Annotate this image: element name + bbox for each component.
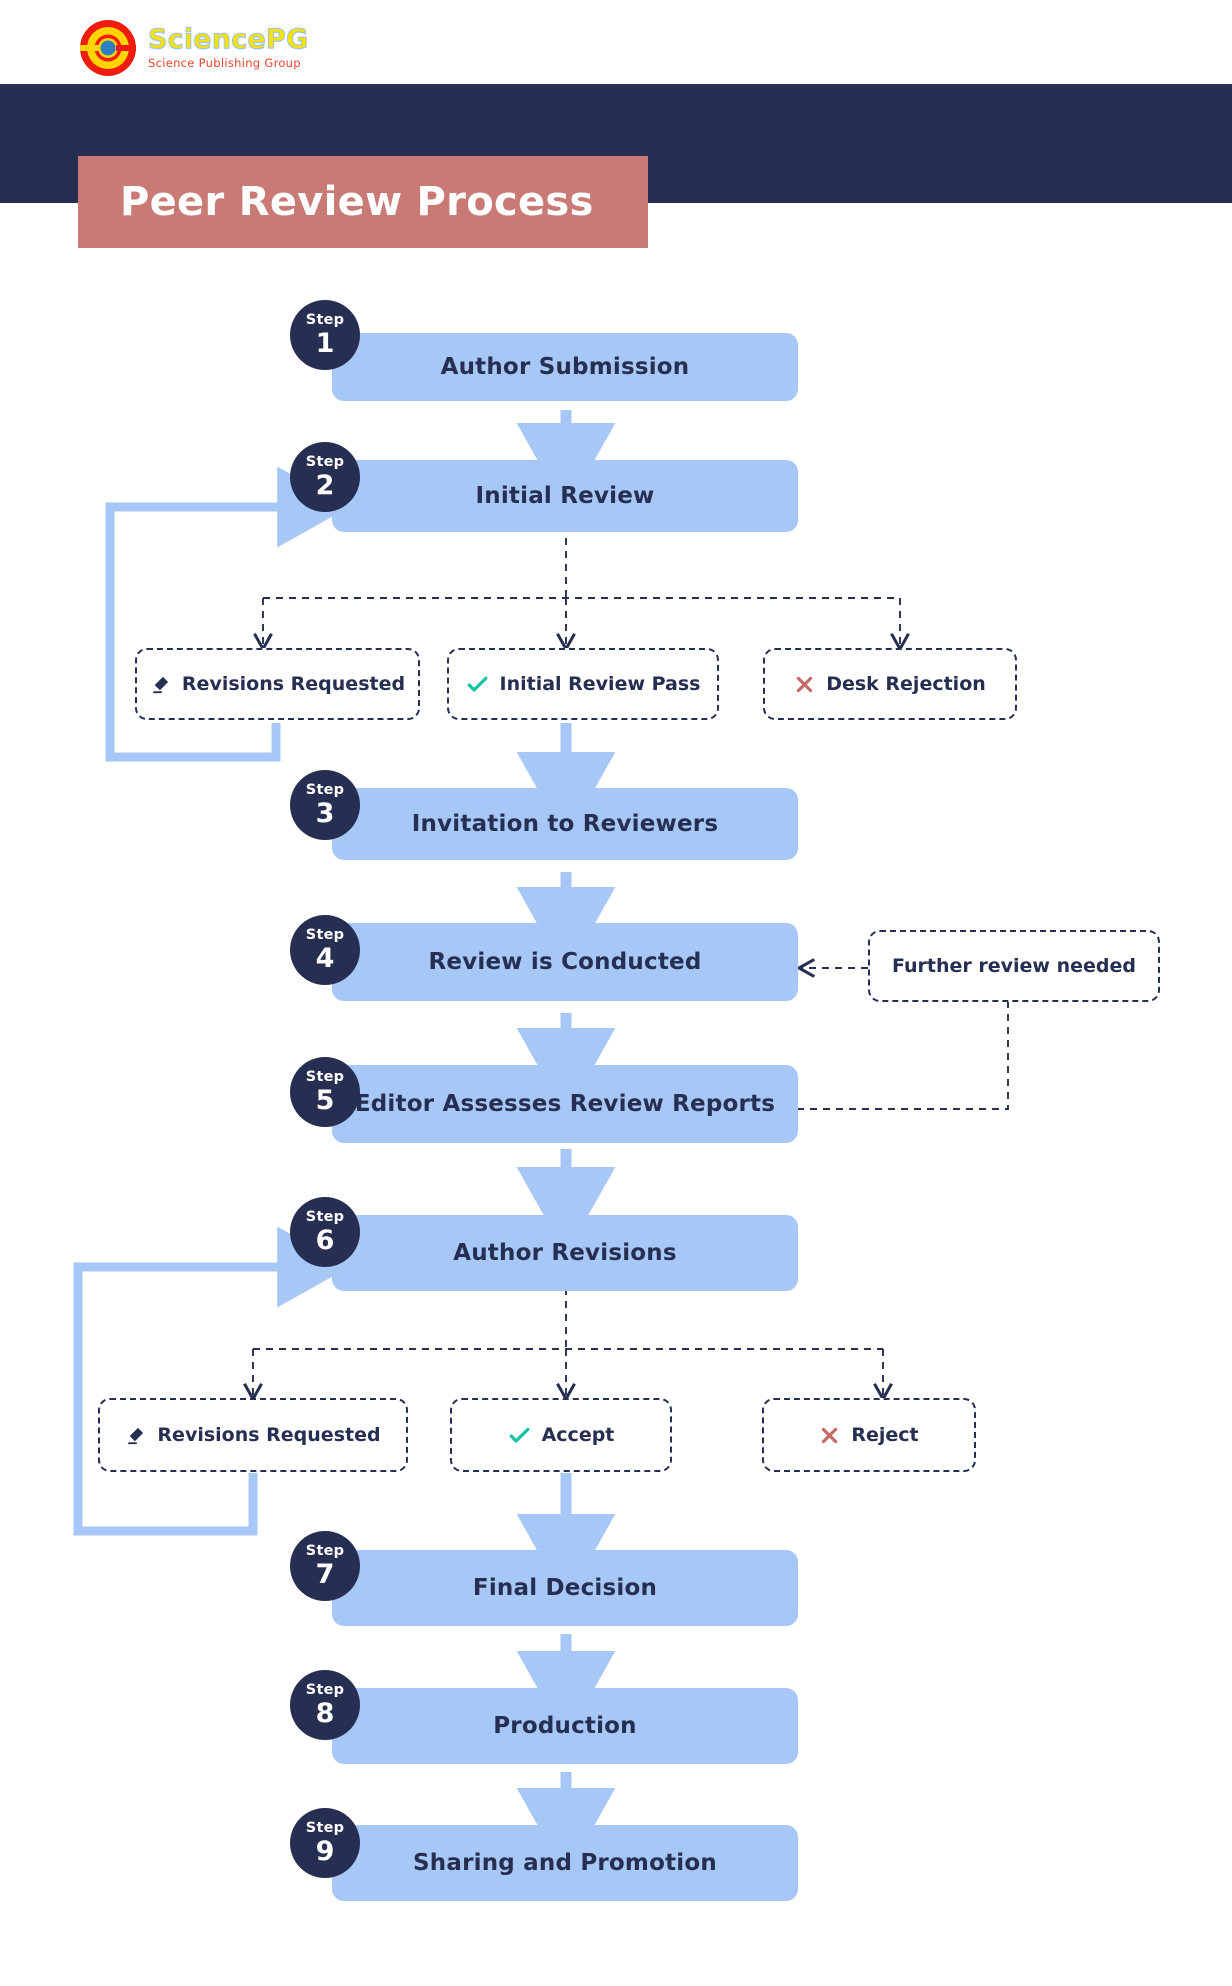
decision-label: Reject [851, 1424, 919, 1446]
note-box-further-review-needed[interactable]: Further review needed [868, 930, 1160, 1002]
sciencepg-logo[interactable]: SciencePG Science Publishing Group [78, 18, 309, 78]
step-badge-label: Step [305, 312, 345, 329]
step-badge-8: Step 8 [290, 1670, 360, 1740]
decision-label: Initial Review Pass [499, 673, 701, 695]
step-badge-label: Step [305, 454, 345, 471]
process-label: Editor Assesses Review Reports [354, 1091, 776, 1117]
process-label: Review is Conducted [428, 949, 702, 975]
decision-box-revisions-requested-1[interactable]: Revisions Requested [135, 648, 420, 720]
decision-box-accept[interactable]: Accept [450, 1398, 672, 1472]
decision-box-revisions-requested-2[interactable]: Revisions Requested [98, 1398, 408, 1472]
process-box-sharing-and-promotion[interactable]: Sharing and Promotion [332, 1825, 798, 1901]
decision-box-reject[interactable]: Reject [762, 1398, 976, 1472]
decision-box-desk-rejection[interactable]: Desk Rejection [763, 648, 1017, 720]
process-box-initial-review[interactable]: Initial Review [332, 460, 798, 532]
step-badge-2: Step 2 [290, 442, 360, 512]
step-badge-1: Step 1 [290, 300, 360, 370]
step-badge-label: Step [305, 1820, 345, 1837]
step-badge-label: Step [305, 927, 345, 944]
title-band: Peer Review Process [78, 156, 648, 248]
pencil-icon [125, 1425, 146, 1446]
page-title: Peer Review Process [120, 179, 594, 225]
cross-icon [819, 1425, 840, 1446]
step-badge-label: Step [305, 1543, 345, 1560]
process-label: Invitation to Reviewers [411, 811, 719, 837]
note-label: Further review needed [891, 955, 1136, 977]
decision-label: Accept [541, 1424, 615, 1446]
step-badge-number: 8 [315, 1697, 335, 1729]
step-badge-number: 1 [315, 327, 335, 359]
step-badge-number: 4 [315, 942, 335, 974]
check-icon [508, 1424, 531, 1447]
step-badge-7: Step 7 [290, 1531, 360, 1601]
step-badge-number: 7 [315, 1558, 335, 1590]
step-badge-4: Step 4 [290, 915, 360, 985]
step-badge-number: 5 [315, 1084, 335, 1116]
brand-name: SciencePG [147, 24, 309, 56]
process-box-production[interactable]: Production [332, 1688, 798, 1764]
process-box-editor-assesses-review-reports[interactable]: Editor Assesses Review Reports [332, 1065, 798, 1143]
check-icon [466, 673, 489, 696]
pencil-icon [150, 674, 171, 695]
step-badge-5: Step 5 [290, 1057, 360, 1127]
step-badge-number: 9 [315, 1835, 335, 1867]
decision-label: Revisions Requested [157, 1424, 381, 1446]
step-badge-6: Step 6 [290, 1197, 360, 1267]
step-badge-label: Step [305, 1682, 345, 1699]
sciencepg-circular-logo-icon [78, 18, 138, 78]
brand-text: SciencePG Science Publishing Group [147, 24, 309, 71]
step-badge-9: Step 9 [290, 1808, 360, 1878]
process-box-review-is-conducted[interactable]: Review is Conducted [332, 923, 798, 1001]
decision-box-initial-review-pass[interactable]: Initial Review Pass [447, 648, 719, 720]
process-label: Sharing and Promotion [413, 1850, 717, 1876]
process-label: Initial Review [475, 483, 655, 509]
process-box-invitation-to-reviewers[interactable]: Invitation to Reviewers [332, 788, 798, 860]
process-label: Author Submission [440, 354, 690, 380]
step-badge-label: Step [305, 1069, 345, 1086]
step-badge-number: 2 [315, 469, 335, 501]
brand-tagline: Science Publishing Group [148, 56, 301, 71]
decision-label: Revisions Requested [181, 673, 406, 695]
step-badge-label: Step [305, 1209, 345, 1226]
step-badge-3: Step 3 [290, 770, 360, 840]
process-label: Final Decision [472, 1575, 658, 1601]
step-badge-number: 6 [315, 1224, 335, 1256]
decision-label: Desk Rejection [826, 673, 986, 695]
process-box-author-revisions[interactable]: Author Revisions [332, 1215, 798, 1291]
process-box-final-decision[interactable]: Final Decision [332, 1550, 798, 1626]
process-box-author-submission[interactable]: Author Submission [332, 333, 798, 401]
cross-icon [794, 674, 815, 695]
step-badge-label: Step [305, 782, 345, 799]
process-label: Author Revisions [453, 1240, 677, 1266]
process-label: Production [493, 1713, 637, 1739]
step-badge-number: 3 [315, 797, 335, 829]
